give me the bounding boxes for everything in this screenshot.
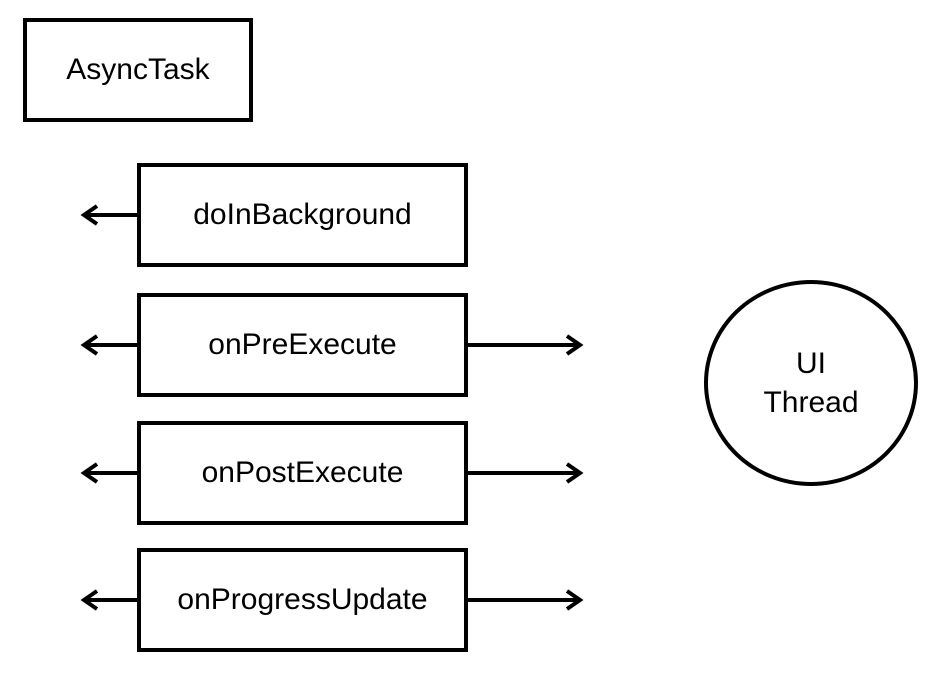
left-arrow-icon <box>78 587 140 613</box>
method-box-onpreexecute: onPreExecute <box>137 293 468 397</box>
right-arrow-icon <box>464 460 586 486</box>
left-arrow-icon <box>78 202 140 228</box>
method-box-label: onPreExecute <box>208 328 397 361</box>
method-box-label: onProgressUpdate <box>177 583 428 616</box>
method-box-label: doInBackground <box>193 198 412 231</box>
right-arrow-icon <box>464 332 586 358</box>
method-box-label: onPostExecute <box>201 456 404 489</box>
left-arrow-icon <box>78 460 140 486</box>
ui-thread-label-line2: Thread <box>763 386 859 419</box>
asynctask-box-label: AsyncTask <box>66 53 210 86</box>
method-box-doinbackground: doInBackground <box>137 163 468 267</box>
right-arrow-icon <box>464 587 586 613</box>
asynctask-box: AsyncTask <box>23 18 253 122</box>
method-box-onpostexecute: onPostExecute <box>137 421 468 525</box>
method-box-onprogressupdate: onProgressUpdate <box>137 548 468 652</box>
ui-thread-circle: UI Thread <box>704 280 918 486</box>
left-arrow-icon <box>78 332 140 358</box>
ui-thread-label-line1: UI <box>796 347 826 380</box>
